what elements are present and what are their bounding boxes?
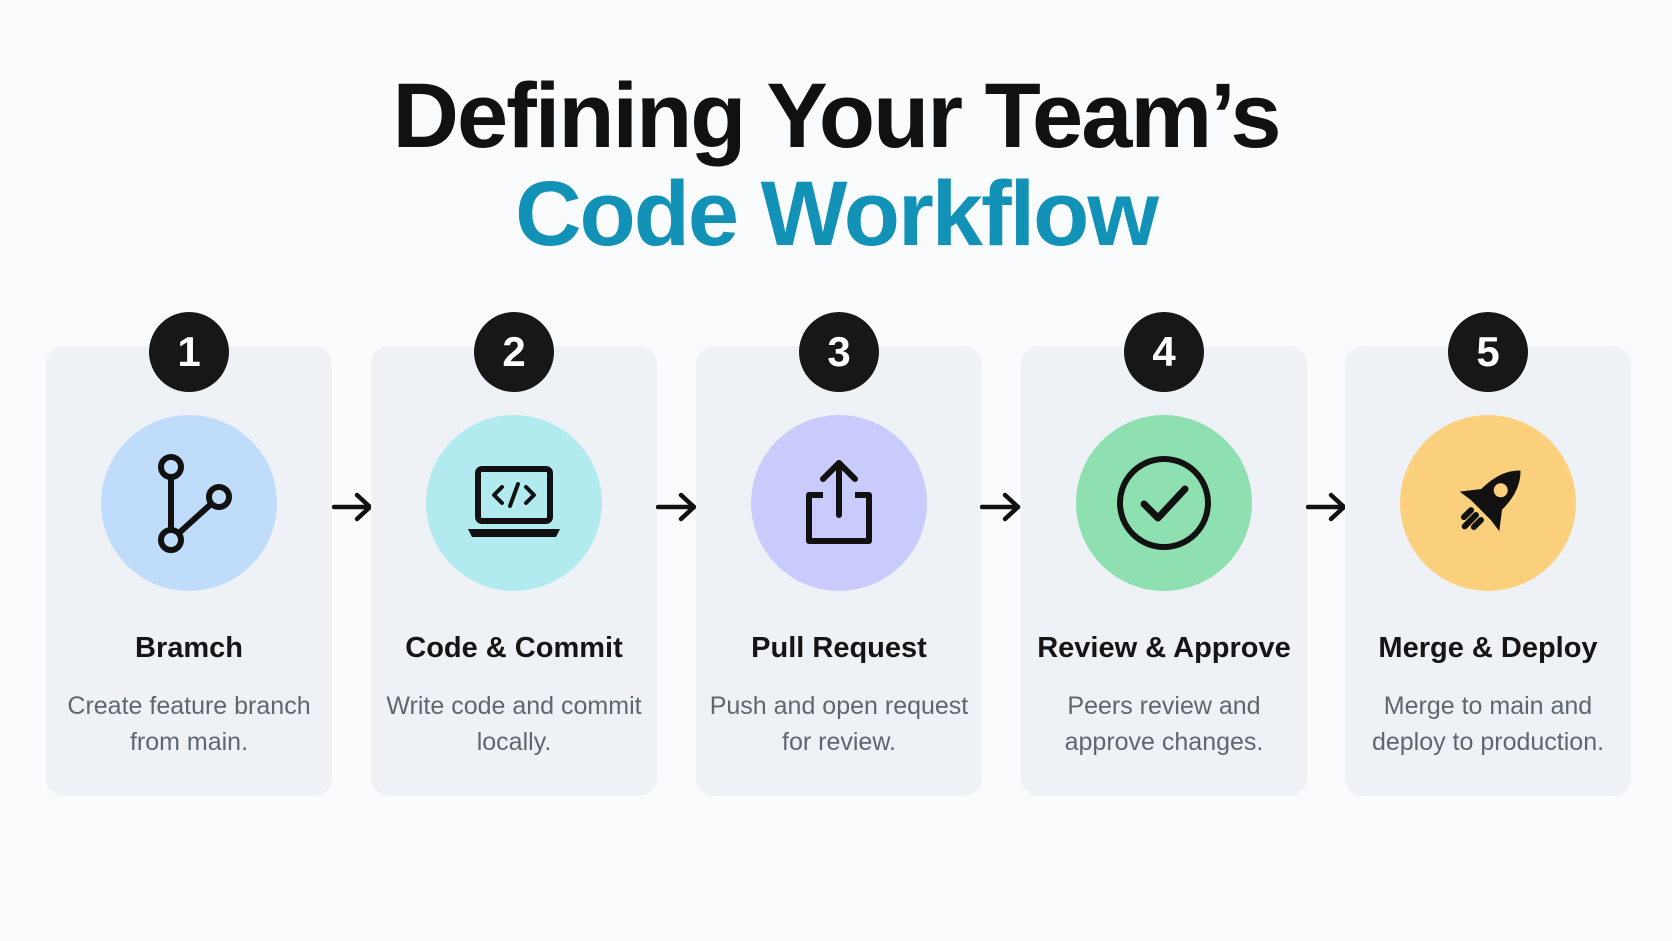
step-icon-circle	[426, 415, 602, 591]
page-title: Defining Your Team’s	[392, 65, 1282, 167]
arrow-right-icon	[1306, 492, 1347, 522]
share-upload-icon	[806, 460, 872, 544]
step-icon-circle	[1400, 415, 1576, 591]
step-title: Review & Approve	[1037, 632, 1291, 664]
step-title: Pull Request	[751, 632, 927, 664]
step-card-review-approve: 4 Review & Approve Peers review and appr…	[1021, 312, 1307, 796]
step-card-merge-deploy: 5 Merge & Deploy Merge to main and deplo…	[1345, 312, 1631, 796]
step-icon-circle	[101, 415, 277, 591]
step-description: Merge to main and deploy to production.	[1371, 692, 1605, 756]
step-description: Create feature branch from main.	[67, 692, 311, 756]
step-icon-circle	[751, 415, 927, 591]
git-branch-icon	[158, 454, 232, 553]
step-number-badge: 3	[799, 312, 879, 392]
page-subtitle: Code Workflow	[515, 163, 1159, 265]
step-description: Push and open request for review.	[709, 692, 969, 756]
arrow-right-icon	[980, 492, 1021, 522]
step-icon-circle	[1076, 415, 1252, 591]
step-description: Write code and commit locally.	[386, 692, 642, 756]
step-card-code-commit: 2 Code & Commit Write code and commit lo…	[371, 312, 657, 796]
rocket-icon	[1459, 470, 1521, 532]
step-card-branch: 1 Bramch Create feature branch from main…	[46, 312, 332, 796]
step-number-badge: 4	[1124, 312, 1204, 392]
check-circle-icon	[1117, 456, 1211, 550]
step-title: Merge & Deploy	[1378, 632, 1598, 664]
arrow-right-icon	[656, 492, 697, 522]
step-title: Bramch	[135, 632, 243, 664]
step-number-badge: 2	[474, 312, 554, 392]
arrow-right-icon	[332, 492, 373, 522]
step-number-badge: 1	[149, 312, 229, 392]
step-number-badge: 5	[1448, 312, 1528, 392]
step-title: Code & Commit	[405, 632, 623, 664]
step-card-pull-request: 3 Pull Request Push and open request for…	[696, 312, 982, 796]
step-description: Peers review and approve changes.	[1064, 692, 1264, 756]
laptop-code-icon	[468, 466, 560, 537]
